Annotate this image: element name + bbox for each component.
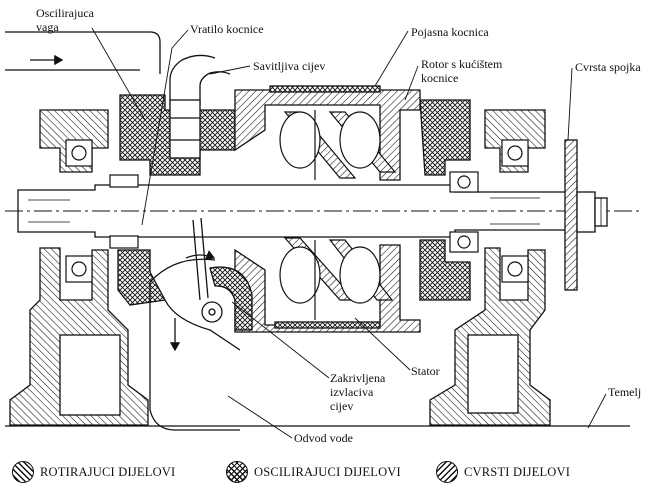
leader-lines bbox=[91, 27, 607, 439]
label-curved-pipe-3: cijev bbox=[330, 399, 353, 413]
label-water-outlet: Odvod vode bbox=[294, 431, 353, 445]
label-curved-pipe: Zakrivljena bbox=[330, 371, 386, 385]
legend-fixed-label: CVRSTI DIJELOVI bbox=[464, 464, 571, 479]
label-rotor-housing-2: kocnice bbox=[421, 71, 458, 85]
label-rotor-housing: Rotor s kućištem bbox=[421, 57, 503, 71]
label-curved-pipe-2: izvlaciva bbox=[330, 385, 374, 399]
water-inlet-arrow bbox=[5, 31, 161, 74]
legend-oscillating-label: OSCILIRAJUCI DIJELOVI bbox=[254, 464, 401, 479]
legend-rotating: ROTIRAJUCI DIJELOVI bbox=[12, 458, 175, 486]
fixed-swatch-icon bbox=[436, 461, 458, 483]
legend-oscillating: OSCILIRAJUCI DIJELOVI bbox=[226, 458, 401, 486]
legend-rotating-label: ROTIRAJUCI DIJELOVI bbox=[40, 464, 176, 479]
flexible-hose bbox=[169, 54, 231, 159]
label-rigid-coupling: Cvrsta spojka bbox=[575, 60, 641, 74]
label-brake-shaft: Vratilo kocnice bbox=[190, 22, 264, 36]
label-oscillating-lever: Oscilirajuca bbox=[36, 6, 95, 20]
label-band-brake: Pojasna kocnica bbox=[411, 25, 489, 39]
rotating-swatch-icon bbox=[12, 461, 34, 483]
callout-labels: Oscilirajuca vaga Vratilo kocnice Savitl… bbox=[36, 6, 641, 445]
oscillating-swatch-icon bbox=[226, 461, 248, 483]
water-outlet-chute bbox=[149, 258, 241, 431]
rigid-coupling bbox=[564, 139, 608, 291]
label-stator: Stator bbox=[411, 364, 440, 378]
rotor-blades bbox=[279, 110, 397, 320]
right-pedestal bbox=[429, 109, 551, 426]
label-foundation: Temelj bbox=[608, 385, 641, 399]
bearings bbox=[65, 139, 529, 283]
legend-fixed: CVRSTI DIJELOVI bbox=[436, 458, 570, 486]
main-shaft bbox=[5, 184, 640, 238]
label-flexible-hose: Savitljiva cijev bbox=[253, 59, 325, 73]
label-oscillating-lever-2: vaga bbox=[36, 20, 59, 34]
